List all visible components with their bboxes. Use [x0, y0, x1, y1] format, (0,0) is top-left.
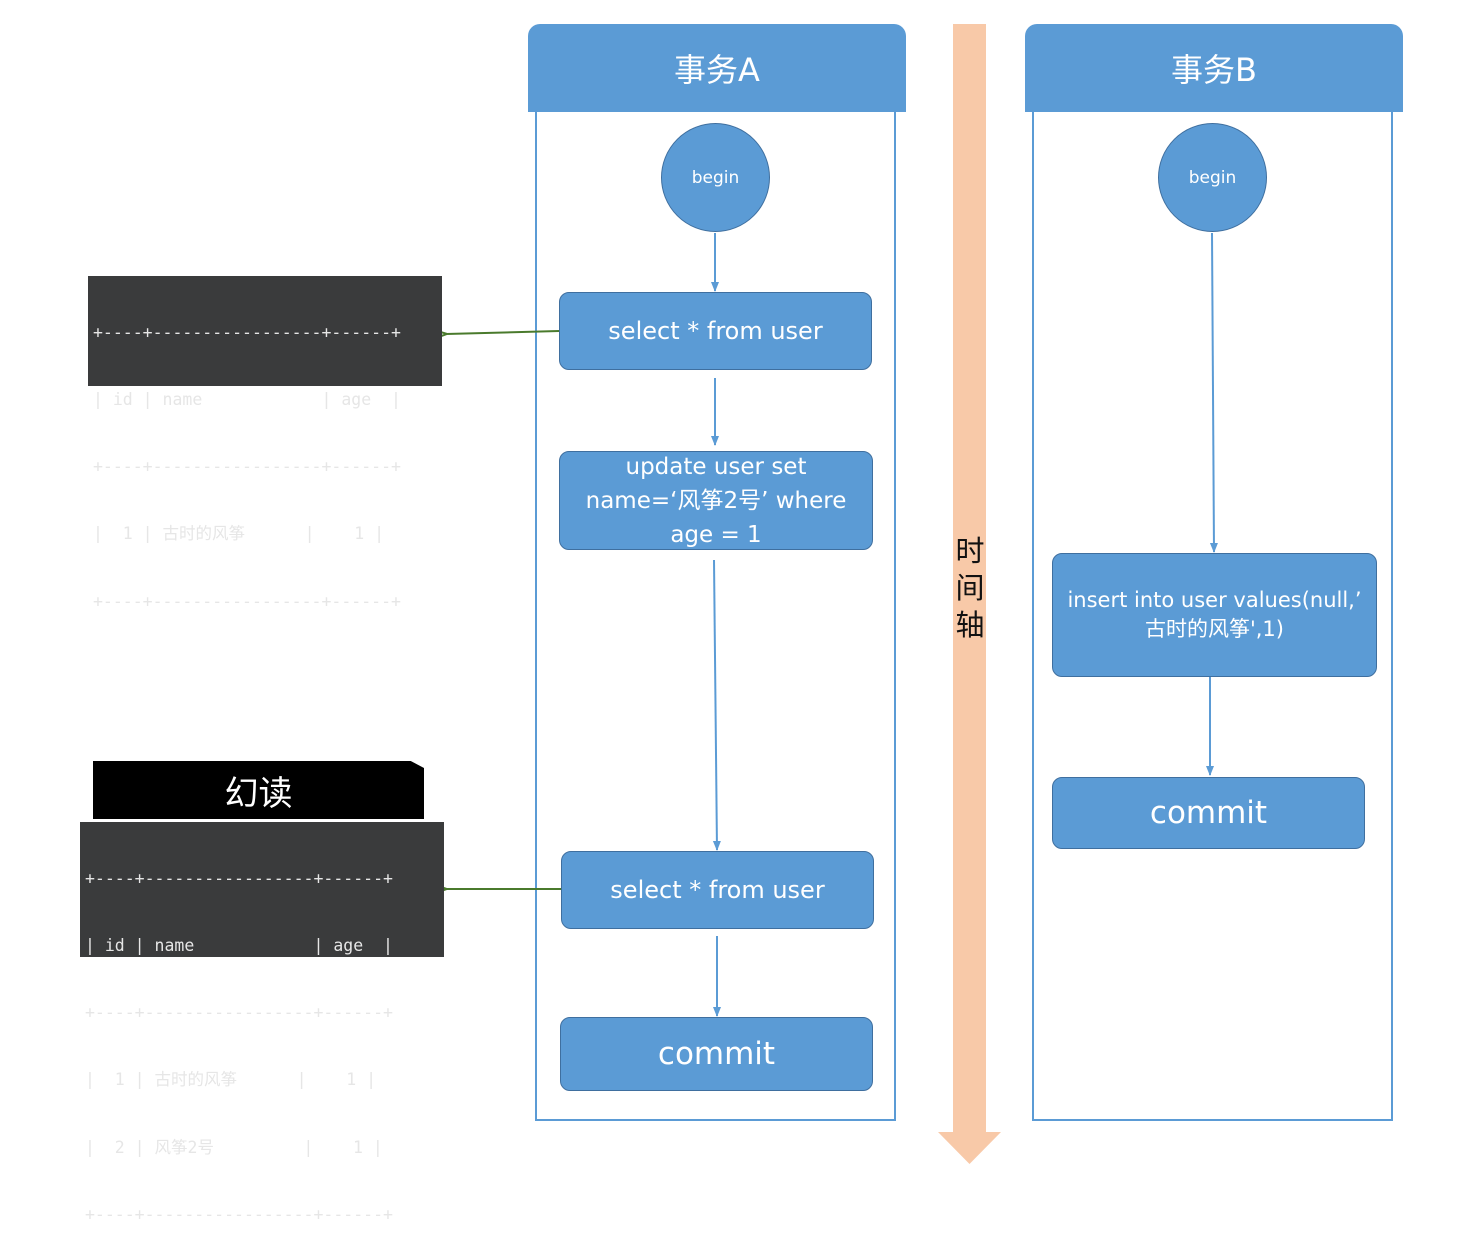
lane-a-begin-node: begin: [661, 123, 770, 232]
lane-b-commit-box: commit: [1052, 777, 1365, 849]
result-1-row: +----+-----------------+------+: [93, 322, 401, 342]
lane-a-select-label-1: select * from user: [608, 317, 823, 345]
result-1-row: | id | name | age |: [93, 390, 401, 410]
lane-a-commit-box: commit: [560, 1017, 873, 1091]
result-2-row: +----+-----------------+------+: [85, 1204, 393, 1224]
lane-a-update-line-2: name=‘风筝2号’ where: [585, 487, 847, 514]
lane-a-select-label-2: select * from user: [610, 876, 825, 904]
result-2-row: | 1 | 古时的风筝 | 1 |: [85, 1070, 377, 1090]
arrow-a-update-to-select: [712, 559, 721, 851]
connector-layer: [0, 232, 1218, 1164]
lane-b-header: 事务B: [1025, 24, 1403, 112]
lane-b-insert-line-2: 古时的风筝',1): [1144, 617, 1284, 641]
lane-a-update-line-1: update user set: [625, 453, 807, 480]
timeline-label: 时 间 轴: [950, 533, 990, 644]
timeline-label-char-2: 间: [955, 571, 985, 605]
timeline-bar: [953, 24, 986, 1134]
arrow-b-begin-to-insert: [1209, 232, 1218, 553]
lane-a-header: 事务A: [528, 24, 906, 112]
lane-b-begin-label: begin: [1188, 167, 1237, 188]
result-table-1: +----+-----------------+------+ | id | n…: [88, 276, 442, 611]
lane-a-update-box: update user set name=‘风筝2号’ where age = …: [559, 451, 873, 550]
lane-b-title: 事务B: [1171, 51, 1257, 89]
result-table-2: +----+-----------------+------+ | id | n…: [80, 822, 444, 1224]
lane-a-commit-label: commit: [657, 1036, 776, 1072]
timeline-label-char-1: 时: [955, 534, 985, 568]
lane-b-commit-label: commit: [1149, 795, 1268, 831]
result-2-row: +----+-----------------+------+: [85, 1003, 393, 1023]
result-2-row: +----+-----------------+------+: [85, 868, 393, 888]
lane-b-insert-box: insert into user values(null,’ 古时的风筝',1): [1052, 553, 1377, 677]
arrow-select1-to-result: [446, 331, 560, 334]
result-2-row: | id | name | age |: [85, 936, 393, 956]
lane-b-begin-node: begin: [1158, 123, 1267, 232]
timeline-label-char-3: 轴: [955, 608, 985, 642]
phantom-read-label: 幻读: [224, 773, 293, 814]
lane-a-select-box-2: select * from user: [561, 851, 874, 929]
result-1-row: +----+-----------------+------+: [93, 591, 401, 611]
result-1-row: | 1 | 古时的风筝 | 1 |: [93, 524, 385, 544]
lane-a-select-box-1: select * from user: [559, 292, 872, 370]
result-1-row: +----+-----------------+------+: [93, 457, 401, 477]
lane-b-insert-line-1: insert into user values(null,’: [1067, 588, 1362, 612]
lane-a-update-line-3: age = 1: [670, 521, 762, 548]
result-2-row: | 2 | 风筝2号 | 1 |: [85, 1137, 383, 1157]
lane-a-title: 事务A: [674, 51, 760, 89]
timeline-arrowhead: [938, 1132, 1001, 1164]
lane-a-begin-label: begin: [691, 167, 740, 188]
phantom-read-banner: 幻读: [93, 761, 424, 819]
